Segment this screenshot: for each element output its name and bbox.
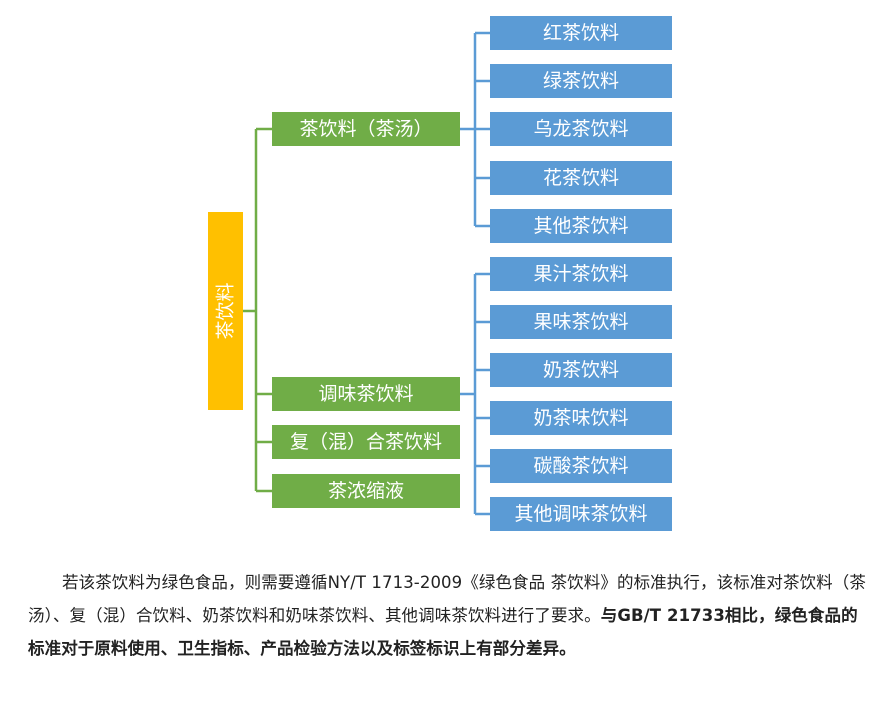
leaf-node: 其他调味茶饮料 xyxy=(490,497,672,531)
branch-node-label: 复（混）合茶饮料 xyxy=(290,431,442,453)
leaf-node-label: 奶茶饮料 xyxy=(543,359,619,381)
leaf-node-box xyxy=(490,16,672,50)
leaf-node-box xyxy=(490,161,672,195)
leaf-node: 绿茶饮料 xyxy=(490,64,672,98)
leaf-node: 乌龙茶饮料 xyxy=(490,112,672,146)
root-node: 茶饮料 xyxy=(208,212,243,410)
leaf-node-label: 果味茶饮料 xyxy=(533,311,628,333)
root-node-label: 茶饮料 xyxy=(215,282,237,339)
caption-normal-text: 若该茶饮料为绿色食品，则需要遵循NY/T 1713-2009《绿色食品 茶饮料》… xyxy=(28,573,866,625)
caption-paragraph: 若该茶饮料为绿色食品，则需要遵循NY/T 1713-2009《绿色食品 茶饮料》… xyxy=(28,566,874,665)
branch-node-label: 茶饮料（茶汤） xyxy=(299,118,432,140)
leaf-node-label: 果汁茶饮料 xyxy=(533,263,628,285)
leaf-node-label: 乌龙茶饮料 xyxy=(533,118,628,140)
leaf-node-label: 奶茶味饮料 xyxy=(533,407,628,429)
leaf-node: 花茶饮料 xyxy=(490,161,672,195)
leaf-node-box xyxy=(490,112,672,146)
leaf-node-box xyxy=(490,497,672,531)
caption-bold-text: 与GB/T 21733相比，绿色食品的标准对于原料使用、卫生指标、产品检验方法以… xyxy=(28,606,858,658)
branch-node-box xyxy=(272,112,460,146)
diagram-connectors xyxy=(243,31,490,516)
branch-node-box xyxy=(272,377,460,411)
leaf-node-box xyxy=(490,305,672,339)
leaf-node: 其他茶饮料 xyxy=(490,209,672,243)
branch-node-label: 茶浓缩液 xyxy=(328,480,404,502)
leaf-node-box xyxy=(490,209,672,243)
branch-node-label: 调味茶饮料 xyxy=(318,383,413,405)
leaf-node: 果味茶饮料 xyxy=(490,305,672,339)
leaf-node-label: 其他茶饮料 xyxy=(533,215,628,237)
branch-node-box xyxy=(272,474,460,508)
leaf-node-box xyxy=(490,401,672,435)
branch-node: 茶浓缩液 xyxy=(272,474,460,508)
leaf-node: 红茶饮料 xyxy=(490,16,672,50)
branch-node: 茶饮料（茶汤） xyxy=(272,112,460,146)
leaf-node: 奶茶味饮料 xyxy=(490,401,672,435)
leaf-node-label: 红茶饮料 xyxy=(543,22,619,44)
leaf-node-box xyxy=(490,257,672,291)
leaf-node-label: 花茶饮料 xyxy=(543,167,619,189)
branch-node: 调味茶饮料 xyxy=(272,377,460,411)
leaf-node-label: 绿茶饮料 xyxy=(543,70,619,92)
leaf-node-box xyxy=(490,353,672,387)
leaf-node: 果汁茶饮料 xyxy=(490,257,672,291)
leaf-node-box xyxy=(490,64,672,98)
leaf-node: 碳酸茶饮料 xyxy=(490,449,672,483)
branch-node-box xyxy=(272,425,460,459)
leaf-node: 奶茶饮料 xyxy=(490,353,672,387)
leaf-node-box xyxy=(490,449,672,483)
leaf-node-label: 其他调味茶饮料 xyxy=(514,503,647,525)
branch-node: 复（混）合茶饮料 xyxy=(272,425,460,459)
root-node-box xyxy=(208,212,243,410)
leaf-node-label: 碳酸茶饮料 xyxy=(533,455,628,477)
